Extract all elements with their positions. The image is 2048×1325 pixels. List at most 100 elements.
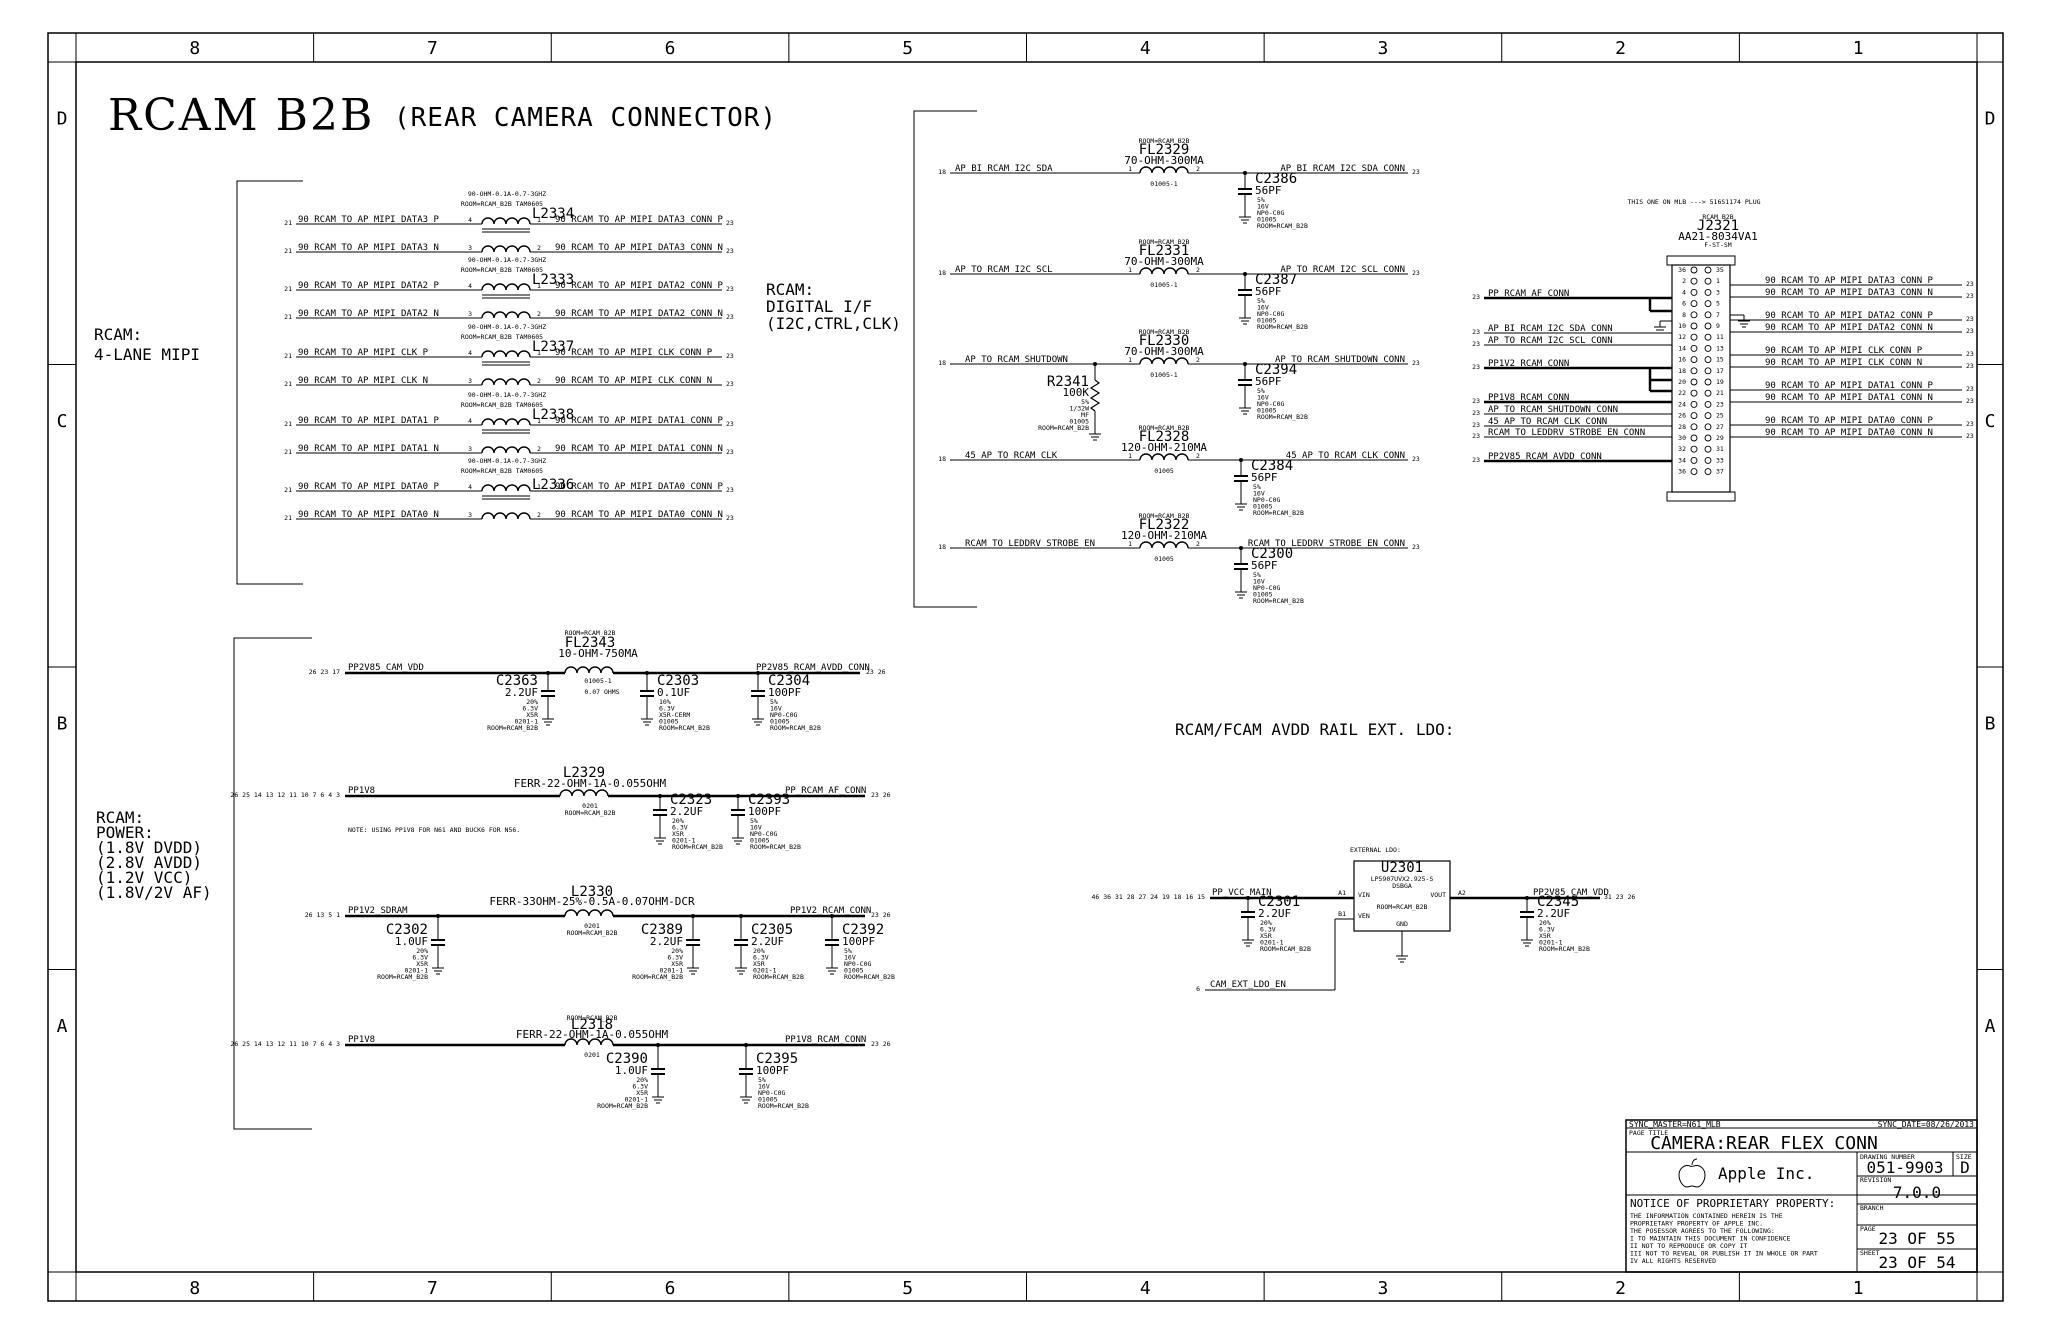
cap-spec: 0201-1 [405, 967, 429, 975]
net-label: PP2V85_RCAM_AVDD_CONN [756, 663, 870, 673]
connector-pin-number: 31 [1716, 445, 1724, 453]
cap-spec: 0201-1 [660, 967, 684, 975]
cap-spec: ROOM=RCAM_B2B [1539, 945, 1590, 953]
connector-shield-top [1666, 255, 1736, 266]
cap-value: 1.0UF [395, 935, 428, 948]
ferrite-room: ROOM=RCAM_B2B [567, 1014, 618, 1022]
cap-spec: 20% [636, 1076, 648, 1084]
resistor-spec: 01005 [1069, 418, 1089, 426]
cap-spec: 16V [1253, 578, 1265, 586]
svg-text:DIGITAL I/F: DIGITAL I/F [766, 297, 872, 316]
svg-text:RCAM:: RCAM: [766, 280, 814, 299]
page-reference: 23 [1472, 293, 1480, 301]
avdd-ldo: EXTERNAL LDO:U2301LP5907UVX2.925-SDSBGAR… [1092, 846, 1636, 993]
cap-spec: 6.3V [412, 954, 428, 962]
zone-row-label: A [57, 1016, 68, 1037]
ldo-part: LP5907UVX2.925-S [1371, 875, 1434, 883]
cap-ref: C2386 [1255, 171, 1297, 187]
ferrite-ref: L2330 [571, 884, 613, 900]
net-label: RCAM_TO_LEDDRV_STROBE_EN_CONN [1488, 428, 1645, 438]
net-label: 90_RCAM_TO_AP_MIPI_DATA1_CONN_P [1765, 381, 1934, 391]
connector-pin [1704, 445, 1712, 453]
section-label-power: RCAM: POWER: (1.8V DVDD) (2.8V AVDD) (1.… [96, 808, 212, 902]
zone-row-label: D [1985, 108, 1996, 129]
net-label: AP_TO_RCAM_SHUTDOWN [965, 355, 1068, 365]
choke-ref: L2338 [532, 407, 574, 423]
pin-number: 3 [468, 377, 472, 385]
notice-line: I TO MAINTAIN THIS DOCUMENT IN CONFIDENC… [1630, 1235, 1791, 1243]
net-label: 45_AP_TO_RCAM_CLK_CONN [1286, 451, 1405, 461]
cap-spec: ROOM=RCAM_B2B [659, 724, 710, 732]
net-label: 90_RCAM_TO_AP_MIPI_CLK_N [298, 376, 428, 386]
cap-spec: 5% [1257, 387, 1265, 395]
cap-value: 2.2UF [751, 935, 784, 948]
connector-pin-number: 10 [1678, 322, 1686, 330]
connector-pin-number: 34 [1678, 456, 1686, 464]
page-reference: 23 [1472, 421, 1480, 429]
resistor-ground [1089, 428, 1101, 441]
page-reference: 23 [1472, 363, 1480, 371]
page-reference: 23 [726, 486, 734, 494]
choke-room: ROOM=RCAM_B2B TAM0605 [461, 401, 543, 409]
net-label: 90_RCAM_TO_AP_MIPI_DATA3_N [298, 243, 439, 253]
cap-spec: ROOM=RCAM_B2B [597, 1102, 648, 1110]
connector-pin-number: 28 [1678, 423, 1686, 431]
cap-ref: C2390 [606, 1051, 648, 1067]
cap-ref: C2301 [1258, 894, 1300, 910]
filter-package: 01005-1 [1150, 281, 1177, 289]
connector-pin-number: 2 [1682, 277, 1686, 285]
net-label: 90_RCAM_TO_AP_MIPI_DATA3_CONN_P [1765, 276, 1934, 286]
page-reference: 21 [284, 486, 292, 494]
page-reference: 23 [1412, 168, 1420, 176]
choke-coil-p [481, 217, 531, 225]
cap-spec: X5R [636, 1089, 648, 1097]
choke-ref: L2333 [532, 272, 574, 288]
pin-number: 2 [537, 310, 541, 318]
cap-value: 56PF [1251, 559, 1278, 572]
connector-pin [1690, 266, 1698, 274]
cap-spec: NP0-C0G [1253, 584, 1280, 592]
ferrite-package: 0201 [582, 802, 598, 810]
cap-spec: 5% [1257, 297, 1265, 305]
choke-spec: 90-OHM-0.1A-0.7-3GHZ [468, 391, 546, 399]
cap-ground-symbol [1239, 402, 1251, 415]
net-label: 90_RCAM_TO_AP_MIPI_DATA1_CONN_P [555, 416, 724, 426]
page-reference: 21 [284, 313, 292, 321]
connector-pin-number: 3 [1716, 288, 1720, 296]
cap-ref: C2300 [1251, 546, 1293, 562]
page-reference: 23 [1472, 432, 1480, 440]
cap-spec: X5R [1539, 932, 1551, 940]
cap-spec: ROOM=RCAM_B2B [672, 843, 723, 851]
zone-column-label: 1 [1853, 38, 1864, 59]
connector-pin [1704, 400, 1712, 408]
cap-spec: 6.3V [753, 954, 769, 962]
section-brackets [233, 110, 977, 1130]
page-reference: 21 [284, 352, 292, 360]
filter-room: ROOM=RCAM_B2B [1139, 328, 1190, 336]
cap-spec: 16V [1257, 203, 1269, 211]
connector-type: F-ST-SM [1704, 241, 1731, 249]
cap-ref: C2323 [670, 792, 712, 808]
filter-room: ROOM=RCAM_B2B [1139, 238, 1190, 246]
ferrite-room: ROOM=RCAM_B2B [565, 809, 616, 817]
cap-spec: 5% [1253, 571, 1261, 579]
zone-row-label: C [1985, 411, 1996, 432]
notice-line: THE POSESSOR AGREES TO THE FOLLOWING: [1630, 1227, 1775, 1235]
connector-pin-number: 36 [1678, 266, 1686, 274]
cap-spec: ROOM=RCAM_B2B [750, 843, 801, 851]
net-label: PP1V2_RCAM_CONN [790, 906, 871, 916]
zone-column-label: 7 [427, 38, 438, 59]
cap-value: 2.2UF [670, 805, 703, 818]
cap-spec: NP0-C0G [750, 830, 777, 838]
connector-pin [1690, 389, 1698, 397]
resistor-spec: MF [1081, 411, 1089, 419]
page-reference: 23 [1412, 543, 1420, 551]
cap-ground-symbol [1242, 934, 1254, 947]
page-reference: 23 [1472, 340, 1480, 348]
connector-pin [1690, 288, 1698, 296]
connector-pin-number: 19 [1716, 378, 1724, 386]
